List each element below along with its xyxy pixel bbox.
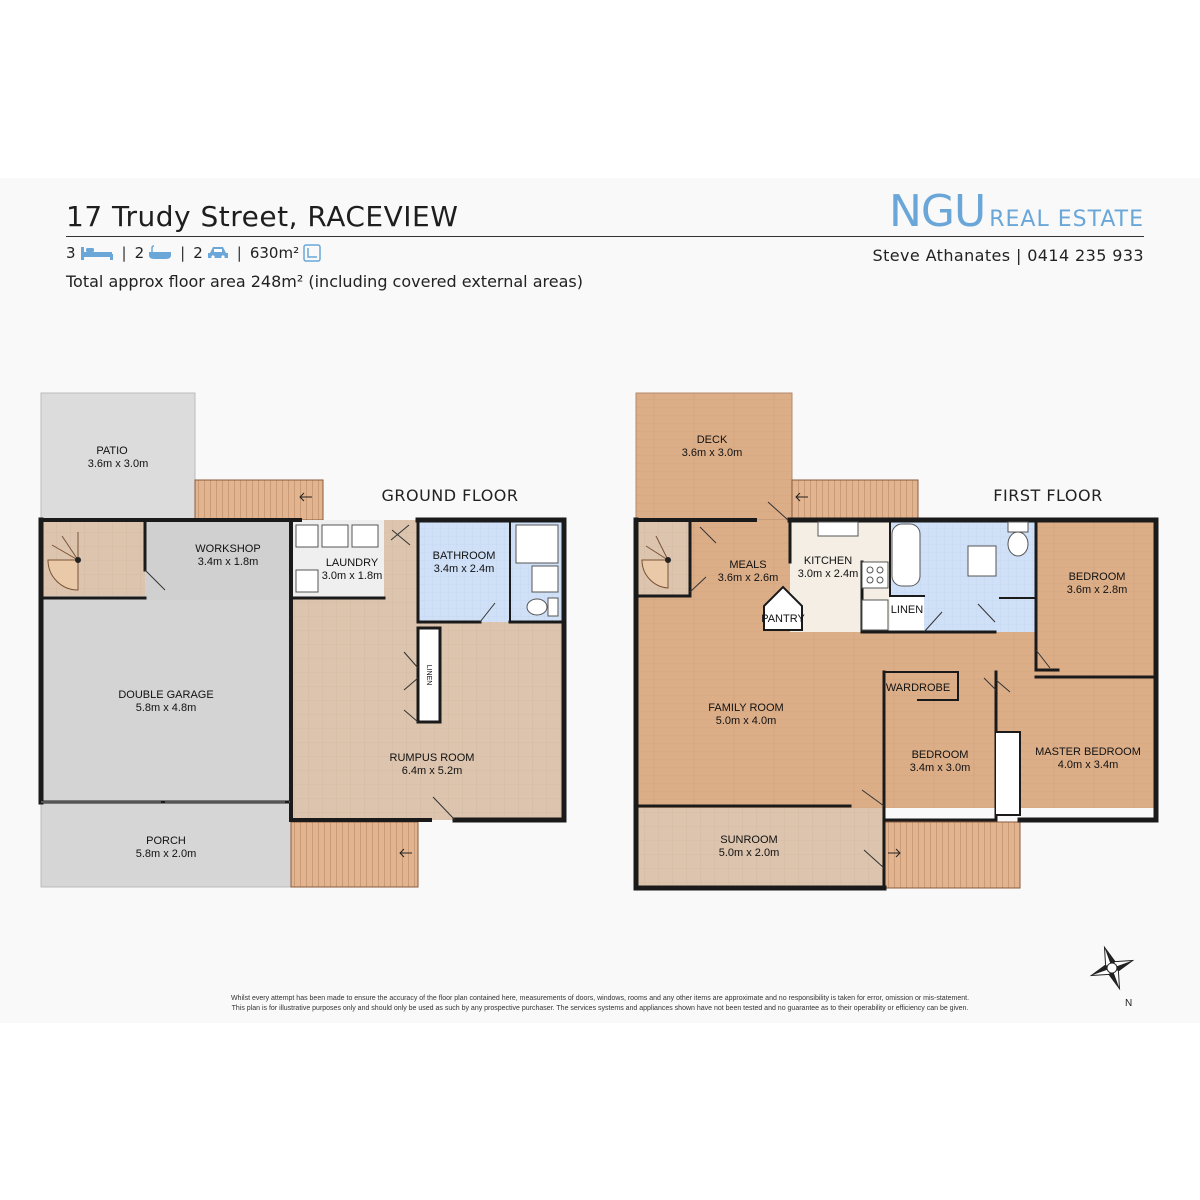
sunroom-floor — [636, 808, 884, 888]
first-walls — [633, 517, 1159, 891]
header-rule — [66, 236, 1144, 237]
bathroom-fixtures — [515, 524, 559, 617]
bedroom-label: BEDROOM — [1069, 571, 1126, 583]
bedroom-label: BEDROOM — [912, 749, 969, 761]
spec-divider: | — [236, 244, 242, 262]
stair-arrow-icon — [795, 492, 808, 502]
bathroom-label: BATHROOM — [433, 550, 496, 562]
spiral-stair-icon — [47, 532, 81, 591]
disclaimer-line: This plan is for illustrative purposes o… — [231, 1005, 969, 1012]
first-front-stairs — [883, 821, 1021, 889]
bed-icon — [80, 247, 113, 260]
deck-size: 3.6m x 3.0m — [682, 447, 743, 459]
compass-north-label: N — [1125, 998, 1132, 1009]
car-icon — [207, 247, 228, 259]
kitchen-fixtures — [817, 521, 889, 631]
meals-label: MEALS — [729, 559, 766, 571]
agent-contact: Steve Athanates | 0414 235 933 — [872, 246, 1144, 265]
porch-label: PORCH — [146, 835, 186, 847]
total-floor-area: Total approx floor area 248m² (including… — [66, 272, 583, 291]
wardrobe-label: WARDROBE — [886, 682, 950, 694]
bathroom-size: 3.4m x 2.4m — [434, 563, 495, 575]
spec-divider: | — [121, 244, 127, 262]
garage-label: DOUBLE GARAGE — [118, 689, 213, 701]
linen-label: LINEN — [425, 665, 432, 686]
linen-floor — [890, 596, 924, 632]
master-bedroom-label: MASTER BEDROOM — [1035, 746, 1141, 758]
meals-size: 3.6m x 2.6m — [718, 572, 779, 584]
garage-size: 5.8m x 4.8m — [136, 702, 197, 714]
family-room-size: 5.0m x 4.0m — [716, 715, 777, 727]
sunroom-size: 5.0m x 2.0m — [719, 847, 780, 859]
property-specs: 3 | 2 | 2 | 630m² — [66, 244, 321, 262]
cars-count: 2 — [193, 244, 203, 262]
stair-arrow-icon — [399, 848, 412, 858]
rumpus-size: 6.4m x 5.2m — [402, 765, 463, 777]
compass-rose-icon — [1089, 945, 1135, 991]
first-doors — [689, 501, 1051, 869]
ground-floor-title: GROUND FLOOR — [381, 486, 518, 505]
patio-label: PATIO — [96, 445, 128, 457]
beds-count: 3 — [66, 244, 76, 262]
laundry-label: LAUNDRY — [326, 557, 379, 569]
kitchen-size: 3.0m x 2.4m — [798, 568, 859, 580]
family-room-label: FAMILY ROOM — [708, 702, 783, 714]
sunroom-label: SUNROOM — [720, 834, 777, 846]
pantry-label: PANTRY — [761, 613, 805, 625]
workshop-label: WORKSHOP — [195, 543, 260, 555]
ground-floor: GROUND FLOOR PATIO 3.6m x 3.0m WORKSHOP … — [38, 392, 567, 888]
first-rear-stairs — [791, 479, 919, 521]
ground-doors — [144, 524, 496, 821]
land-icon — [303, 244, 321, 262]
first-floor: FIRST FLOOR DECK 3.6m x 3.0m MEALS 3.6m … — [633, 392, 1159, 891]
logo-subtext: REAL ESTATE — [989, 207, 1144, 232]
laundry-fixtures — [295, 524, 379, 593]
agency-logo: NGU REAL ESTATE — [889, 186, 1144, 237]
spec-divider: | — [180, 244, 186, 262]
rumpus-label: RUMPUS ROOM — [390, 752, 475, 764]
linen-label: LINEN — [891, 604, 923, 616]
ground-rear-stairs — [194, 479, 324, 521]
laundry-size: 3.0m x 1.8m — [322, 570, 383, 582]
baths-count: 2 — [134, 244, 145, 262]
property-address: 17 Trudy Street, RACEVIEW — [66, 200, 459, 233]
deck-label: DECK — [697, 434, 728, 446]
disclaimer: Whilst every attempt has been made to en… — [60, 994, 1140, 1014]
ground-front-stairs — [290, 821, 419, 888]
kitchen-label: KITCHEN — [804, 555, 852, 567]
stair-arrow-icon — [888, 848, 901, 858]
bedroom-size: 3.4m x 3.0m — [910, 762, 971, 774]
patio-size: 3.6m x 3.0m — [88, 458, 149, 470]
bedroom-size: 3.6m x 2.8m — [1067, 584, 1128, 596]
disclaimer-line: Whilst every attempt has been made to en… — [230, 995, 970, 1002]
bath-icon — [149, 245, 172, 259]
stair-nook-floor — [41, 520, 145, 596]
spiral-stair-icon — [641, 535, 671, 589]
porch-area — [40, 801, 292, 888]
workshop-size: 3.4m x 1.8m — [198, 556, 259, 568]
workshop-floor — [145, 520, 291, 600]
first-floor-title: FIRST FLOOR — [993, 486, 1102, 505]
patio-area — [40, 392, 196, 521]
porch-size: 5.8m x 2.0m — [136, 848, 197, 860]
land-size: 630m² — [249, 244, 300, 262]
first-bath-fixtures — [891, 521, 1029, 587]
ground-walls — [38, 517, 567, 823]
master-bedroom-size: 4.0m x 3.4m — [1058, 759, 1119, 771]
stair-arrow-icon — [299, 492, 312, 502]
logo-text: NGU — [889, 186, 986, 237]
